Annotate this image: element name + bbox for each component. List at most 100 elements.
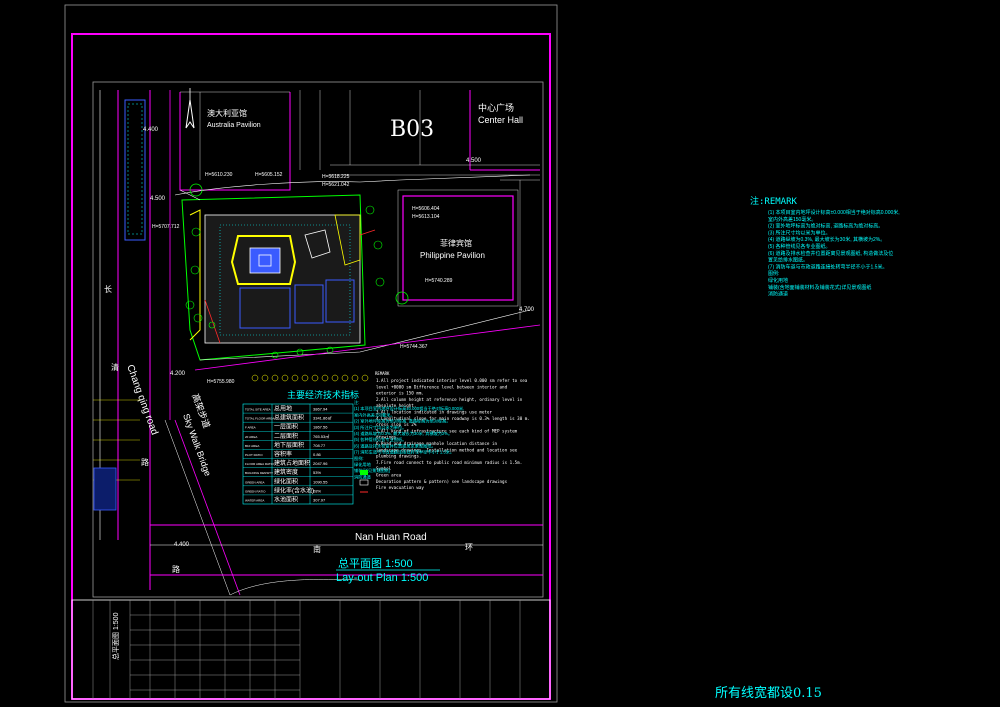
remark-cn-line: (6) 道路及排水检查井位置距离见景观图纸。 <box>354 442 436 449</box>
table-row-value: 2047.96 <box>313 461 328 466</box>
table-row-cn: 一层面积 <box>274 423 298 431</box>
remark-en-line: 1.All project indicated interior level 0… <box>376 378 528 383</box>
svg-text:H=5621.042: H=5621.042 <box>322 182 350 188</box>
remark-cn-line: 注: <box>354 399 359 406</box>
remark-en-line: landscape drawings. Installation method … <box>376 447 518 452</box>
remark-en-line: plumbing drawings. <box>376 454 421 459</box>
side-remark-line: (4) 道路纵坡为0.3%, 最大坡长为30米, 其横坡为2%。 <box>768 236 885 243</box>
table-row-value: 1090.55 <box>313 479 328 484</box>
site-boundary <box>174 174 541 371</box>
remark-en-line: Decoration pattern & pattern) see landsc… <box>376 479 508 484</box>
philippine-pavilion-en: Philippine Pavilion <box>420 251 485 260</box>
remark-cn-line: (4) 道路纵坡为0.3%, 最大坡长为30米, 其横坡为2%。 <box>354 430 452 437</box>
plan-title-cn: 总平面图 1:500 <box>338 556 413 570</box>
table-row-en: BUILDING DENSITY <box>245 471 273 475</box>
table-row-en: B1F AREA <box>245 444 259 448</box>
side-remark-line: (6) 道路及排水检查井位置距离见景观图纸, 构造做法及位 <box>768 250 893 257</box>
center-hall-cn: 中心广场 <box>478 102 514 113</box>
svg-text:H=5613.104: H=5613.104 <box>412 214 440 220</box>
remark-en-line: Green area <box>376 473 402 478</box>
remark-cn-line: 室内外高差150毫米。 <box>354 411 395 418</box>
west-road-cn-3: 路 <box>141 457 149 467</box>
remark-cn-line: 图例: <box>354 455 364 462</box>
table-row-cn: 绿化面积 <box>274 477 298 485</box>
table-row-value: 1867.56 <box>313 425 328 430</box>
south-road-cn-2: 环 <box>465 543 473 552</box>
table-row-value: 0.86 <box>313 452 322 457</box>
center-hall-en: Center Hall <box>478 115 523 125</box>
remark-cn-line: (2) 室外地坪标高为绝对标高, 道路标高为绝对标高。 <box>354 418 451 425</box>
australia-pavilion-zone <box>179 90 321 191</box>
svg-text:H=5707.712: H=5707.712 <box>152 224 180 230</box>
side-remark-line: 铺装(含地面铺装材料及铺装花式)详见景观图纸 <box>768 284 871 291</box>
south-road <box>150 524 543 596</box>
west-road-cn-2: 清 <box>111 362 119 372</box>
side-remark-line: 室内外高差150毫米。 <box>768 216 816 223</box>
table-row-cn: 地下层面积 <box>274 441 304 449</box>
table-row-en: F AREA <box>245 426 256 430</box>
title-block: 总平面图 1:500 <box>71 599 551 700</box>
west-parking-grid <box>93 399 140 481</box>
water-feature <box>93 467 117 511</box>
side-remark-line: (2) 室外地坪标高为绝对标高, 道路标高为绝对标高。 <box>768 223 883 230</box>
philippine-pavilion-cn: 菲律宾馆 <box>440 238 472 248</box>
south-road-en: Nan Huan Road <box>355 532 427 543</box>
landscape-trees <box>185 205 385 359</box>
remark-cn-line: (7) 消防车道与市政道路连接处转弯半径不小于1.5米。 <box>354 449 454 456</box>
side-remark-line: (3) 所注尺寸均以米为单位。 <box>768 229 831 236</box>
svg-text:4.500: 4.500 <box>150 196 166 202</box>
table-row-value: 3867.94 <box>313 407 328 412</box>
west-road <box>99 90 241 596</box>
remark-cn-line: 消防通道 <box>354 473 372 480</box>
table-row-cn: 总用地 <box>274 405 292 413</box>
table-row-en: FLOOR AREA RATIO <box>245 462 274 466</box>
svg-text:H=5755.980: H=5755.980 <box>207 379 235 385</box>
drawing-remarks: REMARK 1.All project indicated interior … <box>354 371 530 493</box>
remark-cn-line: 绿化用地 <box>354 461 372 468</box>
main-building <box>204 214 376 344</box>
remark-en-line: 4.Longitudinal slope for main roadway is… <box>376 416 530 421</box>
table-row-cn: 建筑占地面积 <box>274 459 310 467</box>
side-remark-title: 注:REMARK <box>750 195 798 207</box>
side-remark-line: 消防通道 <box>768 291 788 298</box>
table-row-cn: 绿化率(含水池) <box>274 486 314 494</box>
remark-cn-line: (1) 本项目室内地坪设计标高±0.000相当于绝对标高0.000米, <box>354 405 464 412</box>
side-remark-line: 图例: <box>768 270 779 277</box>
indicators-table-title: 主要经济技术指标 <box>287 389 359 400</box>
table-row-cn: 建筑密度 <box>274 468 298 476</box>
table-row-en: GREEN AREA <box>245 480 265 484</box>
table-row-cn: 水池面积 <box>274 495 298 503</box>
table-row-value: 3341.86㎡ <box>313 415 331 421</box>
south-road-cn-1: 南 <box>313 544 321 554</box>
remark-cn-line: 铺装(详见景观图纸) <box>354 467 391 474</box>
north-arrow-icon <box>185 88 195 129</box>
svg-text:4.200: 4.200 <box>170 371 186 377</box>
table-row-en: WATER AREA <box>245 498 264 502</box>
line-width-note: 所有线宽都设0.15 <box>715 685 822 701</box>
side-remark-line: 绿化用地 <box>768 277 788 284</box>
block-id-label: B03 <box>390 117 434 142</box>
remark-en-line: 6.Road and drainage manhole location dis… <box>376 441 497 446</box>
drawing-remarks-en: 1.All project indicated interior level 0… <box>376 378 530 490</box>
table-row-value: 708.77 <box>313 443 326 448</box>
side-remark-lines: (1) 本项目室内地坪设计标高±0.000相当于绝对标高0.000米, 室内外高… <box>768 209 900 298</box>
title-block-sheet-name: 总平面图 1:500 <box>111 612 120 660</box>
sheet-outer-border <box>64 4 558 703</box>
philippine-pavilion-zone <box>397 179 540 320</box>
remark-en-line: level +0000 sm Difference level between … <box>376 384 508 389</box>
remark-en-line: 7.Fire road connect to public road minim… <box>376 460 522 465</box>
remark-en-line: drawings. <box>376 435 399 440</box>
side-remark-line: (5) 各种管线见各专业图纸。 <box>768 243 831 250</box>
remark-en-line: exterior is 150 mm. <box>376 391 424 396</box>
table-row-value: 53% <box>313 470 321 475</box>
table-row-value: 765.53㎡ <box>313 433 329 439</box>
table-row-value: 28% <box>313 488 321 493</box>
parking-row <box>251 374 369 382</box>
australia-pavilion-cn: 澳大利亚馆 <box>207 108 247 118</box>
drawing-frame <box>71 33 551 700</box>
elevation-labels: H=5610.230 H=5605.152 H=5618.225 H=5621.… <box>152 172 453 385</box>
